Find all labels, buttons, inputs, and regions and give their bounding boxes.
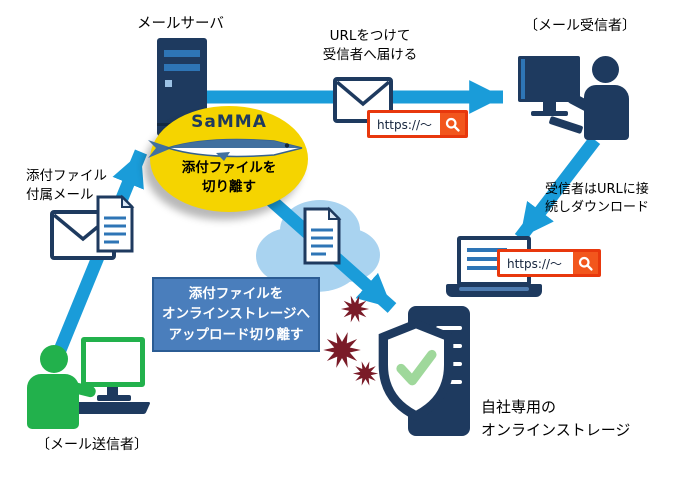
recipient-monitor-base (531, 111, 568, 116)
attached-file-icon (96, 194, 135, 253)
download-note-line-2: 続しダウンロード (545, 200, 650, 216)
callout-line-2: オンラインストレージへ (162, 306, 310, 323)
search-button-top (440, 113, 465, 135)
storage-label: 自社専用の オンラインストレージ (481, 396, 630, 441)
saury-fish-icon (148, 138, 303, 161)
virus-icon (340, 295, 370, 323)
download-note-line-1: 受信者はURLに接 (545, 182, 649, 197)
deliver-note: URLをつけて 受信者へ届ける (300, 27, 440, 65)
storage-label-line-2: オンラインストレージ (481, 420, 631, 439)
deliver-note-line-2: 受信者へ届ける (322, 47, 418, 64)
sender-keyboard (71, 402, 151, 414)
samma-caption-line-2: 切り離す (202, 178, 256, 195)
samma-caption: 添付ファイルを 切り離す (150, 159, 308, 196)
sender-monitor-stand (107, 387, 118, 396)
server-slot-1 (164, 50, 200, 57)
laptop-screen-line-1 (467, 248, 507, 252)
recipient-body (584, 85, 629, 140)
recipient-monitor-screen-edge (521, 59, 525, 99)
callout-line-1: 添付ファイルを (188, 286, 284, 303)
server-slot-2 (164, 64, 200, 71)
callout-line-3: アップロード切り離す (168, 326, 304, 343)
storage-label-line-1: 自社専用の (481, 398, 557, 416)
magnifier-icon (578, 256, 593, 271)
attachment-note-line-1: 添付ファイル (26, 168, 107, 184)
recipient-monitor-stand (543, 102, 556, 111)
deliver-note-line-1: URLをつけて (329, 28, 411, 44)
laptop-screen-line-2 (467, 257, 519, 261)
virus-icon (352, 361, 379, 386)
attachment-note: 添付ファイル 付属メール (26, 167, 126, 205)
sender-monitor-base (97, 395, 131, 401)
laptop-base (446, 284, 542, 297)
sender-head (40, 345, 68, 373)
attachment-note-line-2: 付属メール (26, 187, 94, 204)
laptop-screen-line-3 (467, 266, 497, 270)
download-note: 受信者はURLに接 続しダウンロード (545, 181, 665, 218)
sender-monitor (81, 337, 145, 387)
upload-callout-box: 添付ファイルを オンラインストレージへ アップロード切り離す (152, 277, 320, 352)
samma-bubble: SaMMA 添付ファイルを 切り離す (148, 106, 308, 212)
server-led (165, 80, 172, 87)
mail-sender-label: 〔メール送信者〕 (36, 437, 148, 453)
mail-server-label: メールサーバ (137, 16, 224, 32)
laptop-keyboard-stripe (459, 287, 529, 291)
search-button-laptop (573, 252, 598, 274)
security-shield-icon (378, 319, 454, 421)
url-text-top: https://～ (377, 117, 433, 132)
magnifier-icon (445, 117, 460, 132)
url-bar-top: https://～ (367, 110, 468, 138)
samma-title: SaMMA (191, 112, 267, 132)
arrow-recipient-to-laptop (514, 136, 601, 242)
samma-caption-line-1: 添付ファイルを (181, 160, 277, 176)
sender-body (27, 374, 79, 429)
panel-line-1 (436, 326, 462, 330)
recipient-head (592, 56, 619, 83)
url-bar-laptop: https://～ (497, 249, 601, 277)
mail-recipient-label: 〔メール受信者〕 (524, 18, 636, 34)
url-text-laptop: https://～ (507, 256, 563, 271)
detached-file-icon (303, 206, 342, 265)
virus-icon (323, 332, 361, 368)
